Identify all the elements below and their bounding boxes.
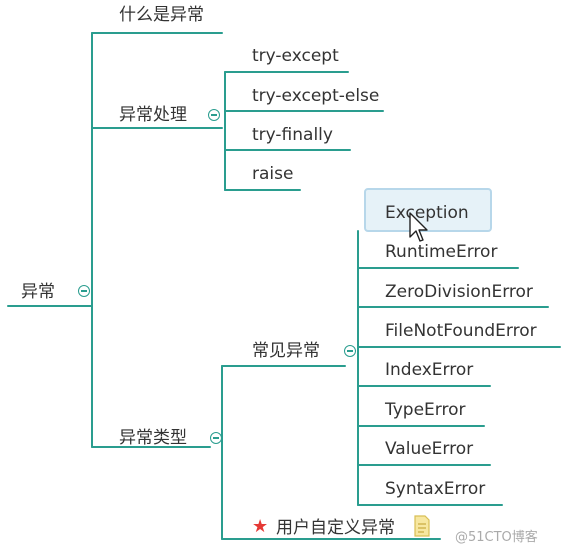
node-user-defined-exception[interactable]: 用户自定义异常 [276,518,395,538]
node-what-is-exception[interactable]: 什么是异常 [119,5,204,25]
node-common-exceptions[interactable]: 常见异常 [252,341,320,361]
node-try-except-else[interactable]: try-except-else [252,86,380,106]
collapse-circle-icon[interactable] [210,432,222,444]
node-exception[interactable]: Exception [385,203,469,223]
red-star-icon: ★ [252,516,269,537]
collapse-circle-icon[interactable] [208,109,220,121]
node-try-except[interactable]: try-except [252,46,339,66]
mouse-pointer-icon [409,212,428,242]
node-exception-types[interactable]: 异常类型 [119,428,187,448]
node-try-finally[interactable]: try-finally [252,125,333,145]
note-icon[interactable] [414,515,430,537]
collapse-circle-icon[interactable] [344,345,356,357]
collapse-circle-icon[interactable] [78,285,90,297]
node-type-error[interactable]: TypeError [385,400,466,420]
node-value-error[interactable]: ValueError [385,439,474,459]
node-file-not-found-error[interactable]: FileNotFoundError [385,321,537,341]
node-index-error[interactable]: IndexError [385,360,474,380]
selected-node-highlight[interactable] [364,188,492,232]
watermark: @51CTO博客 [455,530,538,546]
node-raise[interactable]: raise [252,164,294,184]
node-runtime-error[interactable]: RuntimeError [385,242,498,262]
node-zero-division-error[interactable]: ZeroDivisionError [385,282,533,302]
node-exception-handling[interactable]: 异常处理 [119,105,187,125]
node-root[interactable]: 异常 [21,282,55,302]
node-syntax-error[interactable]: SyntaxError [385,479,486,499]
